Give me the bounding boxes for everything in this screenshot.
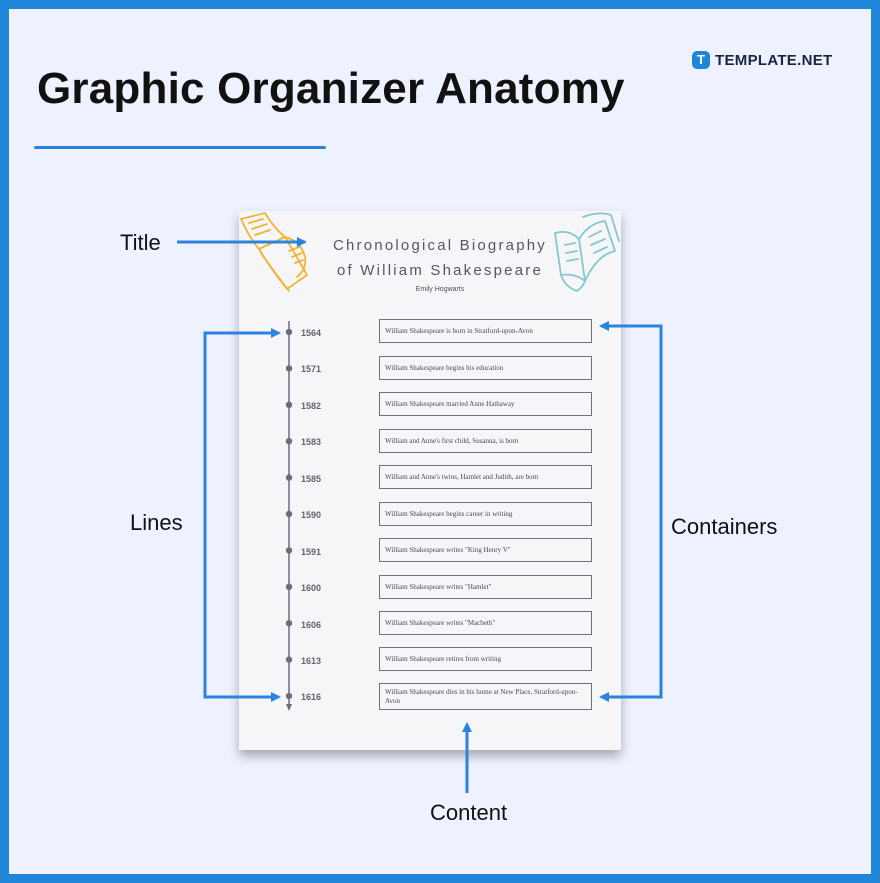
event-container: William Shakespeare begins his education: [379, 356, 592, 380]
document-title-line-1: Chronological Biography: [332, 237, 548, 254]
title-underline: [34, 146, 326, 149]
brand-mark-icon: T: [692, 51, 710, 69]
timeline-dot: [285, 692, 293, 700]
label-content: Content: [430, 800, 508, 825]
event-container: William Shakespeare writes "Macbeth": [379, 611, 592, 635]
timeline-year: 1590: [301, 510, 322, 520]
timeline-dot: [285, 583, 293, 590]
document-title: Chronological Biography of William Shake…: [239, 233, 621, 283]
label-lines: Lines: [130, 510, 183, 535]
timeline-dots: [285, 328, 293, 700]
timeline-dot: [285, 474, 293, 481]
timeline-dot: [285, 656, 293, 663]
timeline-dot: [285, 401, 293, 408]
brand-logo: T TEMPLATE.NET: [692, 50, 832, 70]
page-title: Graphic Organizer Anatomy: [37, 64, 625, 113]
timeline-year: 1613: [301, 656, 322, 666]
event-container: William Shakespeare writes "Hamlet": [379, 575, 592, 599]
timeline-dot: [285, 328, 293, 336]
timeline-year: 1591: [301, 547, 322, 557]
event-container: William and Anne's first child, Susanna,…: [379, 429, 592, 453]
event-container: William and Anne's twins, Hamlet and Jud…: [379, 465, 592, 489]
timeline-dot: [285, 620, 293, 627]
label-title: Title: [120, 230, 161, 255]
event-container: William Shakespeare writes "King Henry V…: [379, 538, 592, 562]
book-left-icon: [240, 212, 308, 292]
event-container: William Shakespeare retires from writing: [379, 647, 592, 671]
containers-bracket: [611, 324, 663, 699]
brand-name: TEMPLATE.NET: [715, 51, 833, 69]
timeline-dot: [285, 365, 293, 372]
timeline-year: 1564: [301, 328, 322, 338]
document-title-line-2: of William Shakespeare: [337, 262, 543, 279]
lines-bracket: [203, 331, 278, 699]
timeline-year: 1585: [301, 474, 322, 484]
book-right-icon: [554, 212, 620, 292]
timeline-line: [285, 321, 293, 711]
timeline-dot: [285, 510, 293, 518]
timeline-dot: [285, 438, 293, 445]
timeline-year: 1606: [301, 620, 322, 630]
timeline-year: 1616: [301, 692, 322, 702]
document-author: Emily Hogwarts: [415, 286, 465, 293]
event-container: William Shakespeare begins career in wri…: [379, 502, 592, 526]
event-container: William Shakespeare is born in Stratford…: [379, 319, 592, 343]
decorative-books: [240, 212, 620, 292]
event-container: William Shakespeare married Anne Hathawa…: [379, 392, 592, 416]
timeline-year: 1583: [301, 437, 322, 447]
sample-document: Chronological Biography of William Shake…: [239, 211, 621, 750]
label-containers: Containers: [671, 514, 778, 539]
timeline-year: 1571: [301, 364, 322, 374]
timeline-dot: [285, 547, 293, 554]
event-container: William Shakespeare dies in his home at …: [379, 683, 592, 710]
timeline-year: 1582: [301, 401, 322, 411]
timeline-year: 1600: [301, 583, 322, 593]
